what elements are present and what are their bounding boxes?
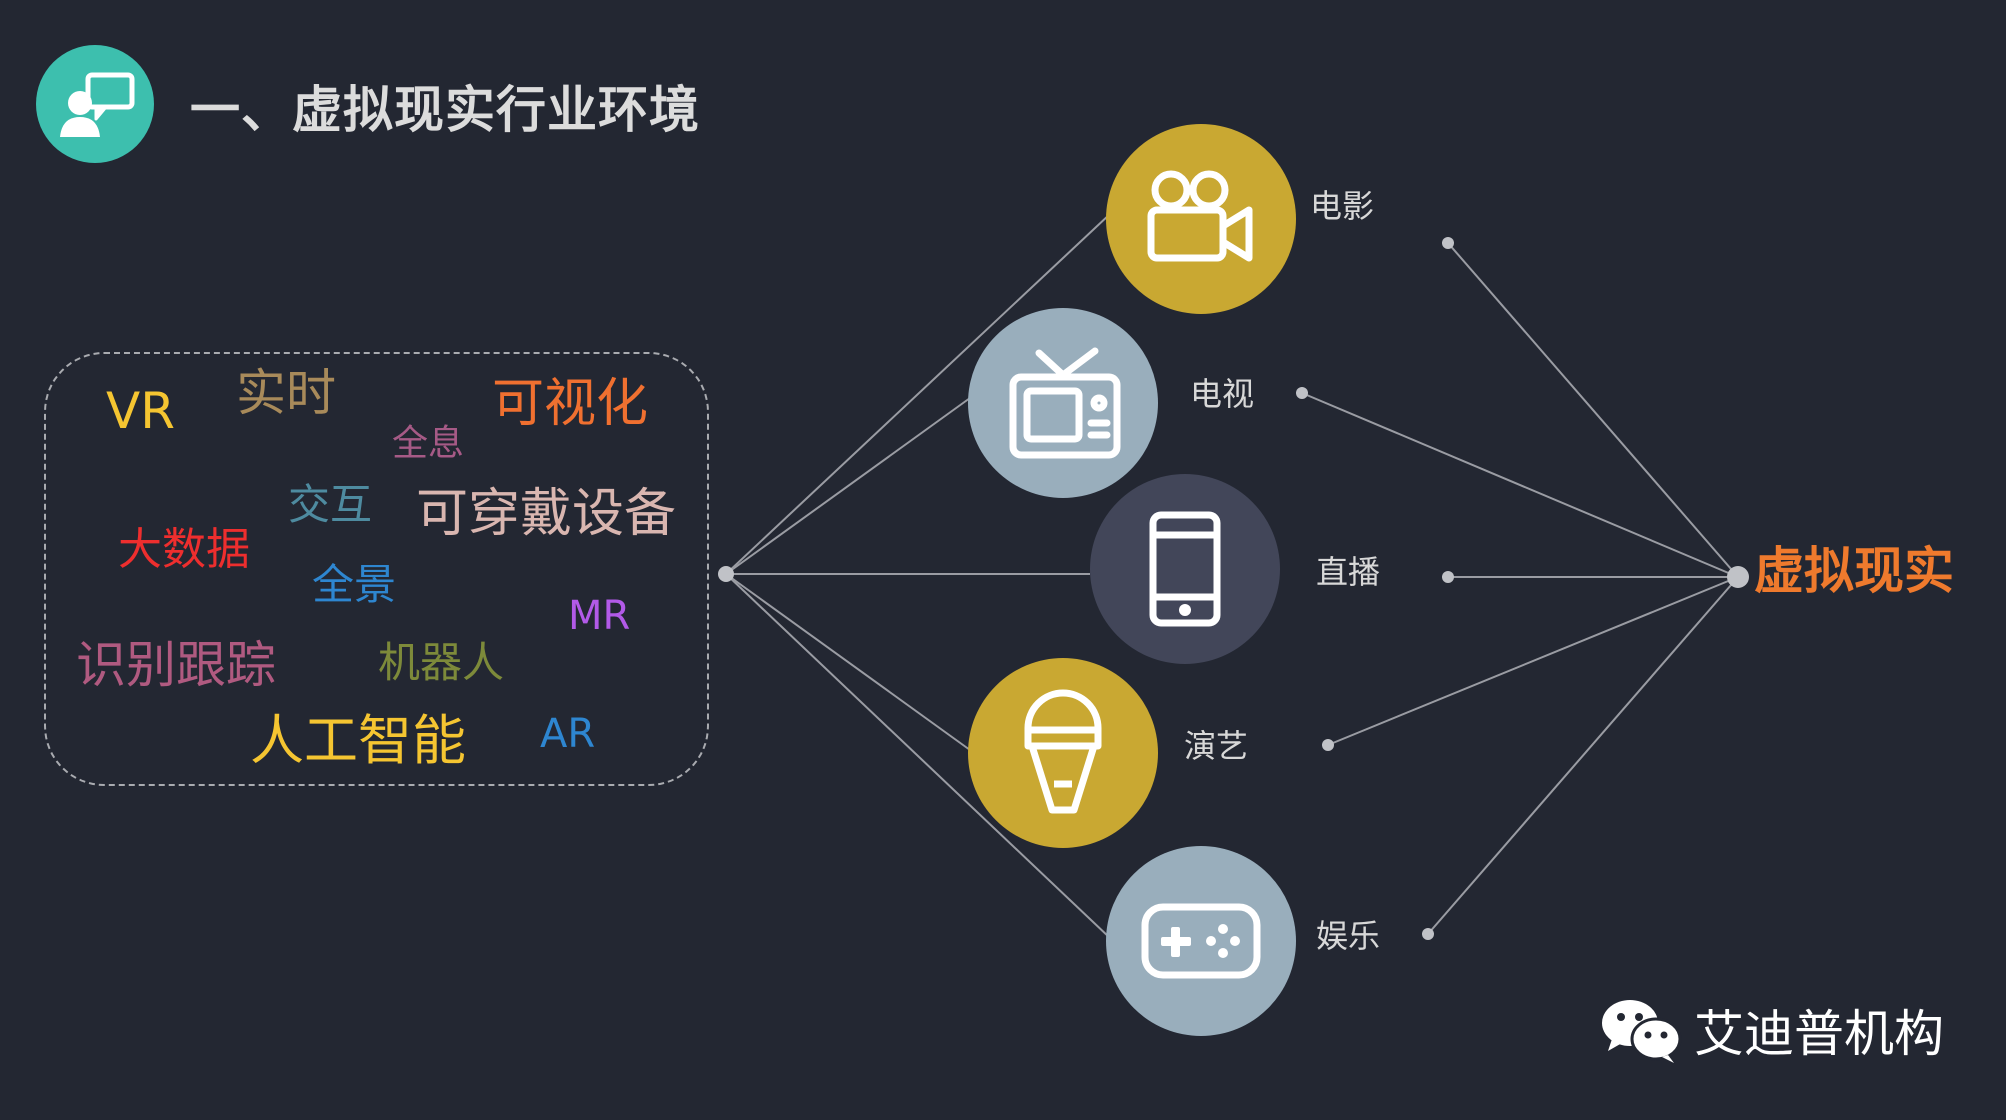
- connector-source-movie: [725, 213, 1111, 575]
- gamepad-icon: [1141, 903, 1261, 979]
- live-end-dot: [1442, 571, 1454, 583]
- keyword-mr: MR: [568, 593, 631, 639]
- keyword-panorama: 全景: [312, 560, 397, 609]
- connector-source-performance: [725, 573, 971, 751]
- keyword-vr: VR: [106, 382, 175, 440]
- tv-end-dot: [1296, 387, 1308, 399]
- node-entertainment: [1106, 846, 1296, 1036]
- smartphone-icon: [1149, 511, 1221, 627]
- node-live: [1090, 474, 1280, 664]
- connector-movie-target: [1447, 242, 1739, 578]
- performance-end-dot: [1322, 739, 1334, 751]
- microphone-icon: [1024, 689, 1102, 814]
- wechat-icon: [1602, 1000, 1682, 1063]
- keyword-cloud-box: [44, 352, 709, 786]
- node-label-performance: 演艺: [1184, 727, 1249, 765]
- keyword-ar: AR: [540, 711, 596, 757]
- connector-tv-target: [1301, 392, 1739, 578]
- node-label-tv: 电视: [1190, 375, 1255, 413]
- page-title: 一、虚拟现实行业环境: [190, 81, 700, 139]
- footer-brand-text: 艾迪普机构: [1694, 1005, 1944, 1063]
- keyword-hologram: 全息: [392, 423, 465, 464]
- target-dot: [1727, 566, 1749, 588]
- entertainment-end-dot: [1422, 928, 1434, 940]
- node-label-entertainment: 娱乐: [1316, 917, 1381, 955]
- node-tv: [968, 308, 1158, 498]
- presentation-icon: [36, 45, 154, 163]
- keyword-robot: 机器人: [378, 638, 505, 687]
- node-label-live: 直播: [1316, 553, 1381, 591]
- node-performance: [968, 658, 1158, 848]
- connector-entertainment-target: [1427, 576, 1739, 935]
- keyword-interaction: 交互: [288, 480, 373, 529]
- connector-source-entertainment: [725, 573, 1111, 939]
- target-label: 虚拟现实: [1754, 542, 1954, 600]
- movie-end-dot: [1442, 237, 1454, 249]
- keyword-ai: 人工智能: [250, 709, 466, 772]
- movie-camera-icon: [1147, 170, 1253, 262]
- keyword-big-data: 大数据: [118, 524, 250, 575]
- connector-performance-target: [1327, 576, 1739, 746]
- tv-icon: [1009, 347, 1121, 459]
- node-movie: [1106, 124, 1296, 314]
- node-label-movie: 电影: [1310, 187, 1375, 225]
- keyword-recognition-tracking: 识别跟踪: [76, 636, 276, 694]
- source-dot: [718, 566, 734, 582]
- keyword-realtime: 实时: [236, 364, 336, 422]
- connector-source-tv: [725, 397, 971, 575]
- keyword-wearable-devices: 可穿戴设备: [416, 484, 677, 544]
- footer-brand: 艾迪普机构: [1600, 990, 1944, 1070]
- keyword-visualization: 可视化: [492, 374, 649, 434]
